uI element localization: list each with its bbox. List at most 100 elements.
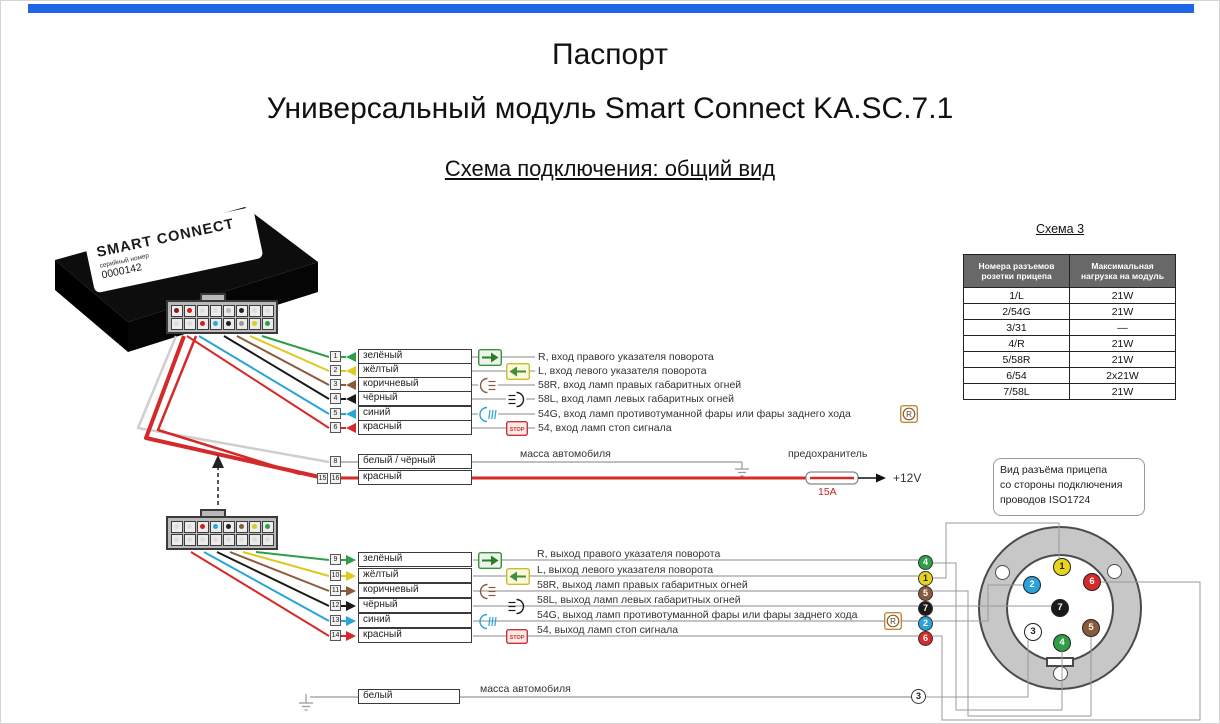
position-lamp-left-icon: [508, 391, 525, 408]
top-blue-bar: [28, 4, 1194, 13]
input-desc: 58R, вход ламп правых габаритных огней: [538, 379, 742, 391]
mounting-hole: [1053, 666, 1068, 681]
wire-connector-arrow: [346, 366, 356, 376]
reverse-lamp-badge-icon: R: [884, 612, 902, 630]
wire-label-yellow-output: жёлтый: [358, 568, 472, 583]
wire-label-blue-input: синий: [358, 406, 472, 421]
table-col-header: Максимальная нагрузка на модуль: [1069, 254, 1176, 288]
svg-text:R: R: [906, 410, 912, 419]
wire-tag: 15: [317, 473, 328, 484]
power-12v-label: +12V: [893, 471, 922, 485]
trailer-pin-ref: 7: [918, 601, 933, 616]
car-ground-label: масса автомобиля: [520, 448, 611, 460]
turn-right-indicator-icon: [478, 552, 502, 569]
wire-label-red-power: красный: [358, 470, 472, 485]
wire-connector-arrow: [346, 601, 356, 611]
wire-tag: 1: [330, 351, 341, 362]
wire-tag: 8: [330, 456, 341, 467]
socket-key-notch: [1046, 657, 1074, 667]
wire-connector-arrow: [346, 571, 356, 581]
wire-connector-arrow: [346, 586, 356, 596]
trailer-pin-ref: 6: [918, 631, 933, 646]
input-desc: 58L, вход ламп левых габаритных огней: [538, 393, 735, 405]
trailer-socket-caption: Вид разъёма прицепа со стороны подключен…: [993, 458, 1145, 516]
wire-label-white-black: белый / чёрный: [358, 454, 472, 469]
wire-label-white-output: белый: [358, 689, 460, 704]
wire-connector-arrow: [346, 555, 356, 565]
turn-left-indicator-icon: [506, 568, 530, 585]
wire-connector-arrow: [346, 616, 356, 626]
car-ground-label: масса автомобиля: [480, 683, 571, 695]
turn-left-indicator-icon: [506, 363, 530, 380]
output-desc: R, выход правого указателя поворота: [537, 548, 721, 560]
wire-tag: 5: [330, 408, 341, 419]
mounting-hole: [995, 565, 1010, 580]
wire-connector-arrow: [346, 380, 356, 390]
section-title: Схема подключения: общий вид: [444, 156, 776, 181]
trailer-pin-ref: 1: [918, 571, 933, 586]
output-desc: 54, выход ламп стоп сигнала: [537, 624, 679, 636]
table-col-header: Номера разъемов розетки прицепа: [963, 254, 1070, 288]
trailer-pin-ref: 5: [918, 586, 933, 601]
wire-connector-arrow: [346, 394, 356, 404]
wire-tag: 16: [330, 473, 341, 484]
socket-pin-7: 7: [1051, 599, 1069, 617]
input-desc: R, вход правого указателя поворота: [538, 351, 714, 363]
wire-tag: 11: [330, 585, 341, 596]
socket-pin-4: 4: [1053, 634, 1071, 652]
input-desc: 54, вход ламп стоп сигнала: [538, 422, 672, 434]
socket-pin-3: 3: [1024, 623, 1042, 641]
trailer-socket-diagram: 1 2 3 4 5 6 7: [978, 526, 1142, 690]
svg-text:STOP: STOP: [510, 427, 525, 433]
turn-right-indicator-icon: [478, 349, 502, 366]
output-desc: 58L, выход ламп левых габаритных огней: [537, 594, 741, 606]
wire-tag: 2: [330, 365, 341, 376]
output-desc: 54G, выход ламп противотуманной фары или…: [537, 609, 858, 621]
wire-connector-arrow: [346, 631, 356, 641]
wire-label-red-input: красный: [358, 420, 472, 435]
wire-tag: 10: [330, 570, 341, 581]
trailer-pin-ref: 4: [918, 555, 933, 570]
output-harness-wires: [190, 551, 346, 637]
module-connector-top: [166, 300, 278, 334]
wire-label-brown-output: коричневый: [358, 583, 472, 598]
mounting-hole: [1107, 564, 1122, 579]
position-lamp-right-icon: [479, 583, 496, 600]
wire-label-black-input: чёрный: [358, 391, 472, 406]
wire-tag: 3: [330, 379, 341, 390]
wire-tag: 4: [330, 393, 341, 404]
socket-pin-2: 2: [1023, 576, 1041, 594]
wire-tag: 12: [330, 600, 341, 611]
wire-label-green-input: зелёный: [358, 349, 472, 364]
fog-lamp-icon: [479, 613, 497, 630]
socket-pin-1: 1: [1053, 558, 1071, 576]
wire-label-green-output: зелёный: [358, 552, 472, 567]
svg-text:R: R: [890, 617, 896, 626]
wire-tag: 9: [330, 554, 341, 565]
load-table: Номера разъемов розетки прицепа Максимал…: [963, 254, 1176, 400]
stop-lamp-icon: STOP: [506, 421, 528, 436]
wire-connector-arrow: [346, 423, 356, 433]
reverse-lamp-badge-icon: R: [900, 405, 918, 423]
position-lamp-left-icon: [508, 598, 525, 615]
wire-label-yellow-input: жёлтый: [358, 363, 472, 378]
wire-label-blue-output: синий: [358, 613, 472, 628]
output-desc: 58R, выход ламп правых габаритных огней: [537, 579, 748, 591]
socket-pin-6: 6: [1083, 573, 1101, 591]
wire-label-red-output: красный: [358, 628, 472, 643]
fog-lamp-icon: [479, 406, 497, 423]
module-connector-bottom: [166, 516, 278, 550]
input-desc: L, вход левого указателя поворота: [538, 365, 707, 377]
position-lamp-right-icon: [479, 377, 496, 394]
table-row: 3/31—: [963, 319, 1176, 336]
wire-connector-arrow: [346, 409, 356, 419]
output-desc: L, выход левого указателя поворота: [537, 564, 714, 576]
wire-label-black-output: чёрный: [358, 598, 472, 613]
schema-table-title: Схема 3: [1035, 222, 1085, 236]
wire-tag: 13: [330, 615, 341, 626]
